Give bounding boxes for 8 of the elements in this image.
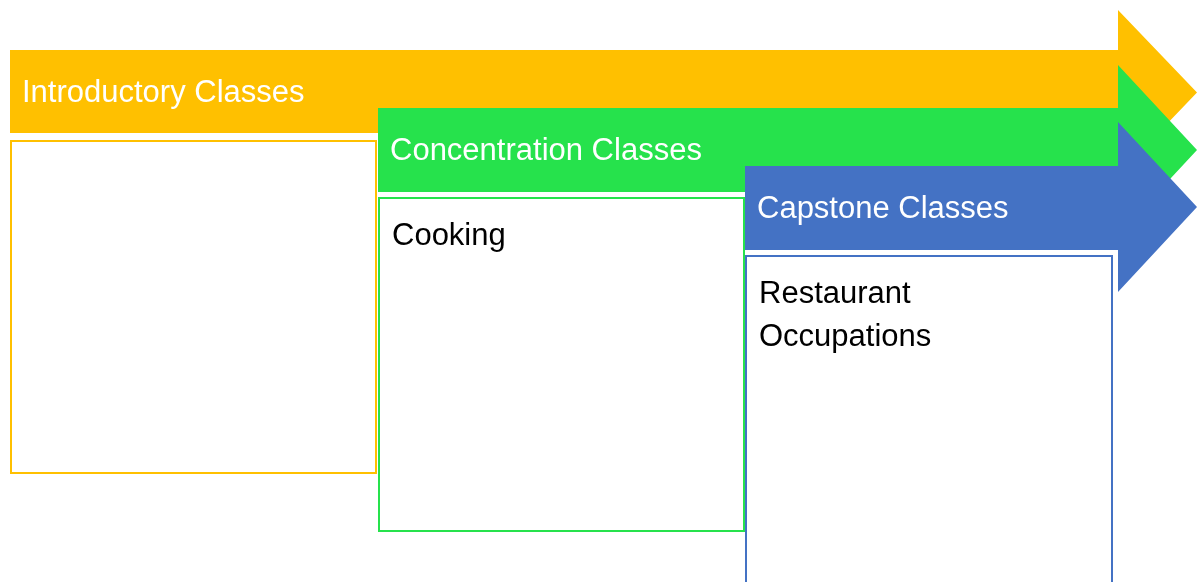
heading-text: Concentration Classes	[390, 132, 702, 168]
content-box	[378, 197, 745, 532]
heading-text: Introductory Classes	[22, 73, 305, 110]
box-text: Cooking	[392, 216, 507, 254]
content-box	[10, 140, 377, 474]
content-box	[745, 255, 1113, 582]
box-text: Restaurant Occupations	[759, 274, 933, 355]
heading-text: Capstone Classes	[757, 190, 1009, 226]
